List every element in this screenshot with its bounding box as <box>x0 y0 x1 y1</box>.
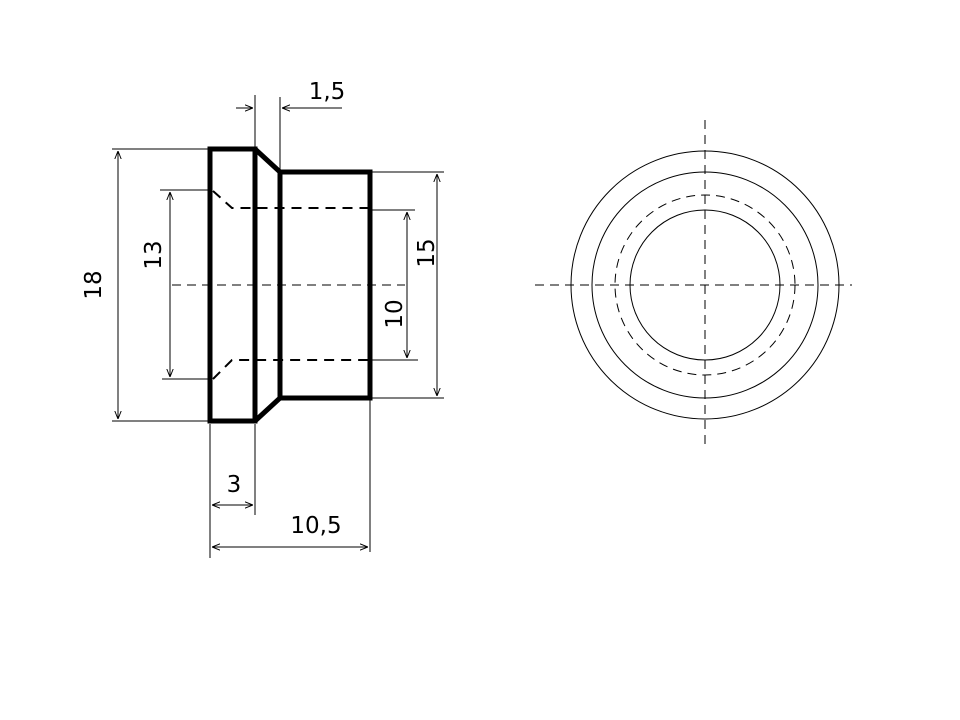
dim-1-5: 1,5 <box>309 79 346 105</box>
dim-18: 18 <box>81 270 107 299</box>
dim-3: 3 <box>227 472 242 498</box>
front-view <box>535 120 852 450</box>
side-view: 18 13 10 15 3 10,5 1,5 <box>81 79 444 558</box>
hidden-bore-bottom <box>212 359 370 380</box>
dim-10-5: 10,5 <box>290 513 341 539</box>
dim-15: 15 <box>414 238 440 267</box>
hidden-bore-top <box>212 190 370 209</box>
dim-13: 13 <box>141 240 167 269</box>
dim-10: 10 <box>382 299 408 328</box>
extension-lines <box>112 95 444 558</box>
